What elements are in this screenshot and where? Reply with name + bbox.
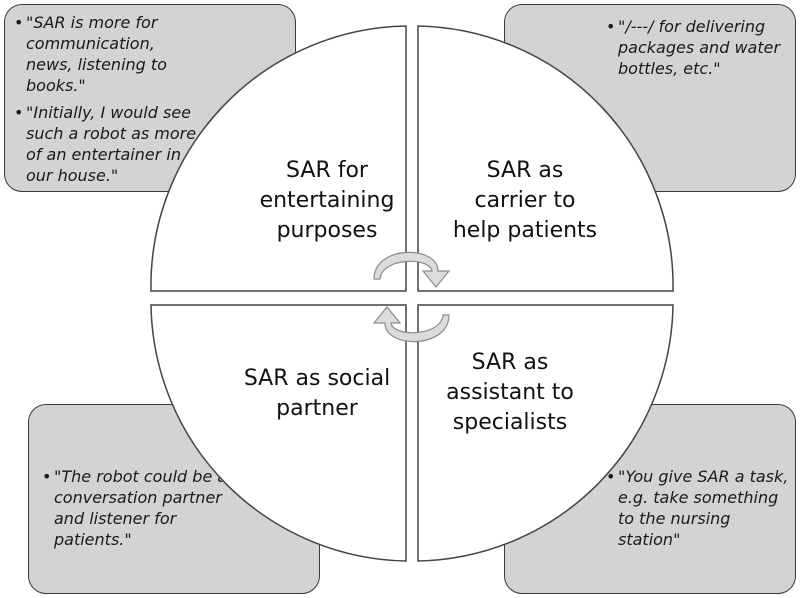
quadrant-label-top-right: SAR as carrier to help patients (452, 158, 598, 243)
quote-item: "Initially, I would see such a robot as … (14, 102, 204, 186)
cycle-arrows-icon (372, 251, 451, 343)
quote-list-bottom-right: "You give SAR a task, e.g. take somethin… (606, 466, 791, 550)
quadrant-bottom-right (417, 304, 674, 562)
quadrant-bottom-left (150, 304, 407, 562)
quadrant-label-top-left: SAR for entertaining purposes (259, 158, 395, 243)
quadrant-label-bottom-left: SAR as social partner (243, 366, 391, 421)
quote-list-top-right: "/---/ for delivering packages and water… (606, 16, 791, 79)
quote-item: "The robot could be a conversation partn… (42, 466, 232, 550)
quote-item: "/---/ for delivering packages and water… (606, 16, 791, 79)
quadrant-top-right (417, 25, 674, 292)
quadrant-top-left (150, 25, 407, 292)
quote-list-top-left: "SAR is more for communication, news, li… (14, 12, 204, 186)
quadrant-label-bottom-right: SAR as assistant to specialists (446, 350, 574, 435)
quote-list-bottom-left: "The robot could be a conversation partn… (42, 466, 232, 550)
quote-item: "You give SAR a task, e.g. take somethin… (606, 466, 791, 550)
quote-item: "SAR is more for communication, news, li… (14, 12, 204, 96)
